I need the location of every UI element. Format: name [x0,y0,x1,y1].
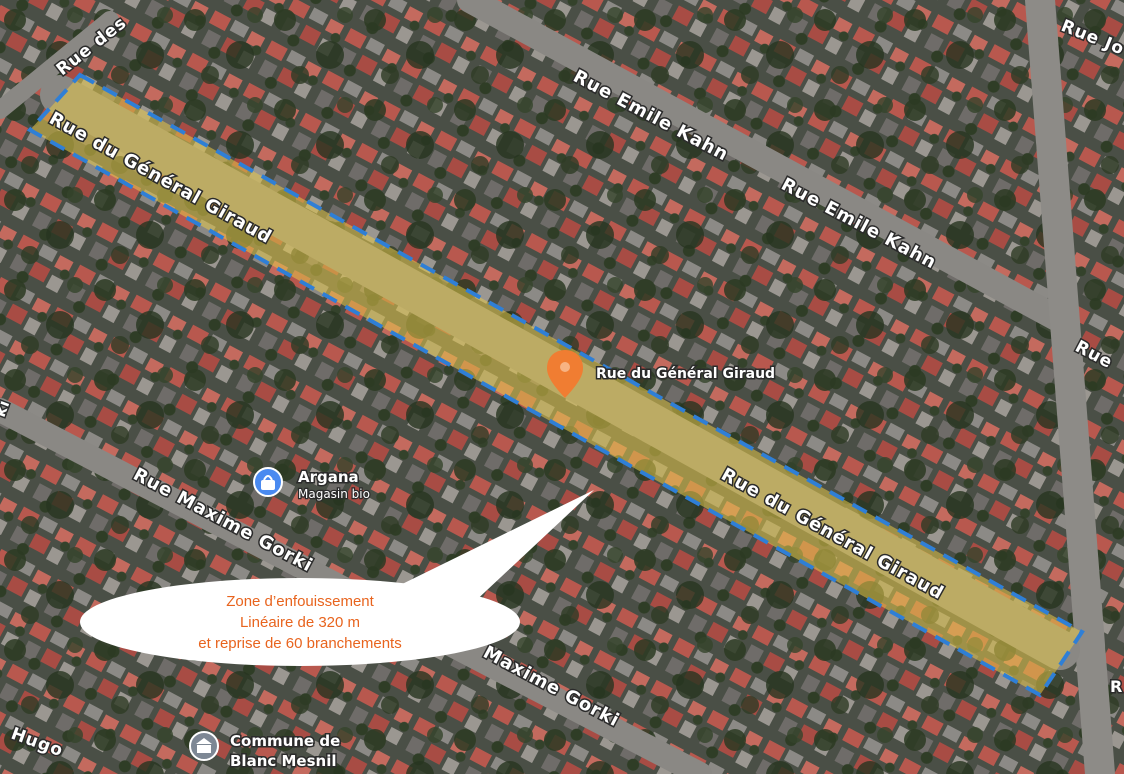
callout-line-1: Zone d’enfouissement [226,593,374,610]
poi-argana[interactable]: Argana Magasin bio [253,467,371,502]
town-hall-glyph [196,738,212,753]
callout-line-2: Linéaire de 320 m [240,614,360,631]
road-right-avenue [1025,0,1115,774]
bag-glyph [261,480,275,490]
callout-line-3: et reprise de 60 branchements [198,635,401,652]
pin-label: Rue du Général Giraud [596,366,775,382]
map-pin-icon[interactable] [547,350,583,398]
callout: Zone d’enfouissement Linéaire de 320 m e… [80,490,594,666]
poi-commune-sub: Blanc Mesnil [230,752,336,770]
bag-handle [263,475,273,481]
poi-argana-sub: Magasin bio [298,487,370,501]
callout-pointer [390,490,594,606]
street-label-r-edge: R [1110,677,1123,696]
poi-commune-name: Commune de [230,732,340,750]
poi-argana-name: Argana [298,468,359,486]
road-top-left [0,11,119,119]
callout-bubble [80,578,520,666]
location-pin[interactable] [547,350,583,398]
poi-blanc-mesnil[interactable]: Commune de Blanc Mesnil [189,731,342,772]
pin-dot [560,362,570,372]
road-emile-kahn [457,0,1073,333]
